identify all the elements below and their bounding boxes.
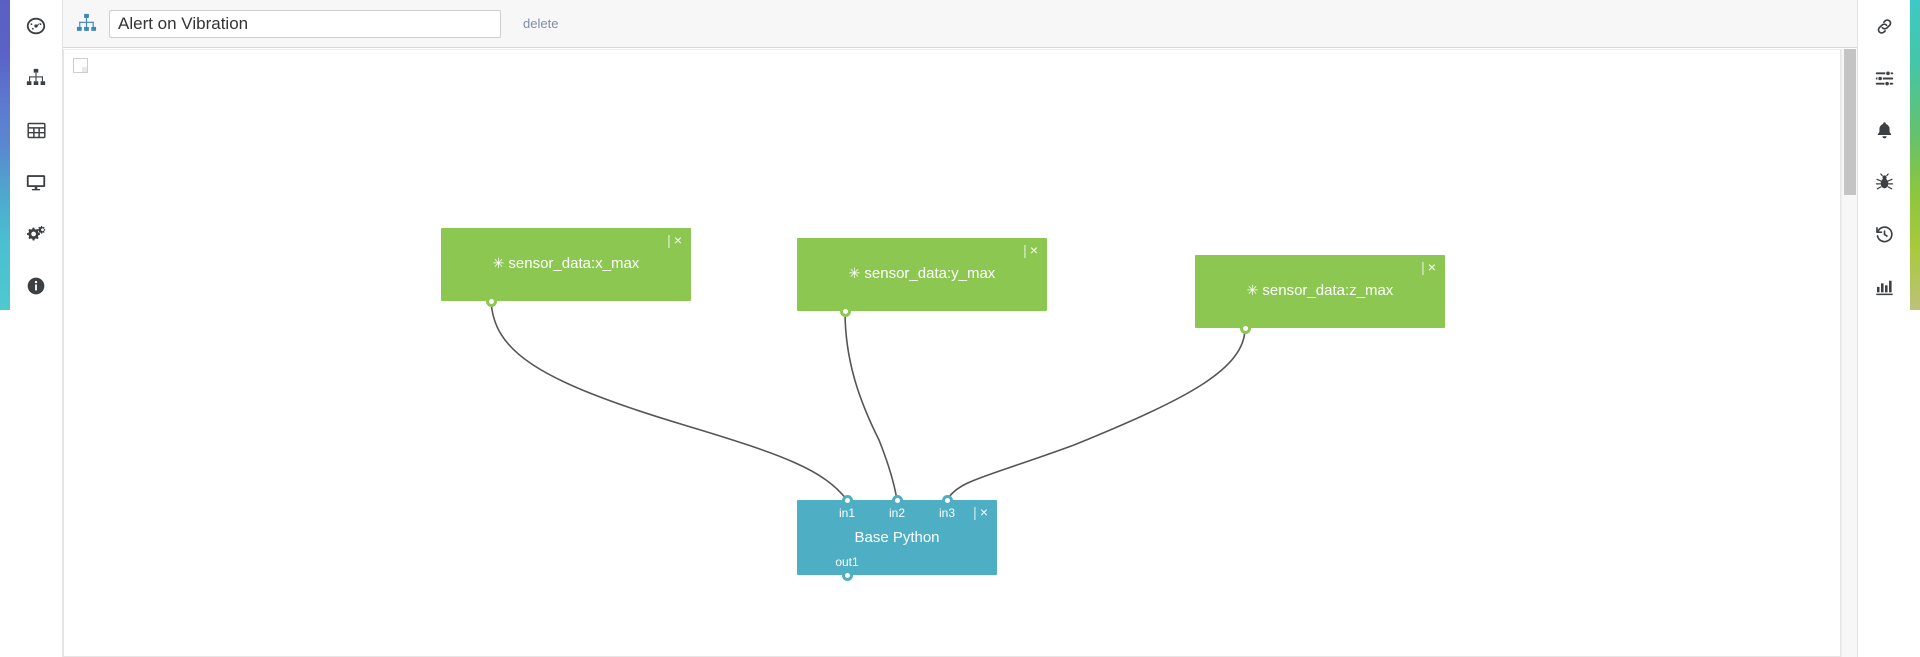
node-title: ✳sensor_data:y_max (797, 265, 1047, 282)
node-x_max[interactable]: |× ✳sensor_data:x_max (441, 228, 691, 307)
canvas-area: |×✳sensor_data:x_max|×✳sensor_data:y_max… (62, 47, 1858, 657)
link-icon (1874, 16, 1895, 37)
bar-chart-icon (1874, 276, 1895, 297)
sidebar-item-info[interactable] (10, 260, 62, 312)
asterisk-icon: ✳ (492, 255, 505, 271)
node-close-icon[interactable]: |× (667, 232, 683, 248)
canvas-select-handle[interactable] (73, 58, 88, 73)
node-close-icon[interactable]: |× (973, 504, 989, 520)
wire-y-max-to-in2[interactable] (844, 310, 898, 501)
flow-header-toolbar: delete (62, 0, 1858, 48)
bell-icon (1874, 120, 1895, 141)
port-out-x-max[interactable] (485, 295, 497, 307)
panel-item-history[interactable] (1858, 208, 1910, 260)
right-sidebar (1857, 0, 1910, 657)
port-out1-label: out1 (835, 555, 859, 569)
monitor-icon (25, 171, 47, 193)
sidebar-item-tables[interactable] (10, 104, 62, 156)
node-title-text: sensor_data:x_max (508, 255, 640, 272)
delete-flow-link[interactable]: delete (523, 16, 559, 31)
flow-name-input[interactable] (109, 9, 501, 38)
node-title-text: sensor_data:z_max (1262, 282, 1394, 299)
port-out1[interactable] (841, 569, 853, 581)
node-title: ✳sensor_data:z_max (1195, 282, 1445, 299)
panel-item-properties[interactable] (1858, 52, 1910, 104)
sliders-icon (1874, 68, 1895, 89)
panel-item-alerts[interactable] (1858, 104, 1910, 156)
port-in3[interactable] (941, 494, 953, 506)
node-y_max[interactable]: |× ✳sensor_data:y_max (797, 238, 1047, 317)
node-title-text: Base Python (854, 529, 940, 546)
panel-item-analytics[interactable] (1858, 260, 1910, 312)
node-close-icon[interactable]: |× (1023, 242, 1039, 258)
history-icon (1874, 224, 1895, 245)
panel-item-connections[interactable] (1858, 0, 1910, 52)
node-title-text: sensor_data:y_max (864, 265, 996, 282)
asterisk-icon: ✳ (1246, 282, 1259, 298)
sidebar-item-flows[interactable] (10, 52, 62, 104)
node-title: ✳sensor_data:x_max (441, 255, 691, 272)
port-in3-label: in3 (938, 506, 955, 520)
table-icon (26, 120, 47, 141)
canvas-vertical-scrollbar[interactable] (1841, 49, 1858, 657)
port-in2[interactable] (891, 494, 903, 506)
port-out-z-max[interactable] (1239, 322, 1251, 334)
node-title: Base Python (797, 529, 997, 546)
gears-icon (25, 223, 47, 245)
port-in1-label: in1 (838, 506, 855, 520)
port-out-y-max[interactable] (839, 305, 851, 317)
panel-item-debug[interactable] (1858, 156, 1910, 208)
node-z_max[interactable]: |× ✳sensor_data:z_max (1195, 255, 1445, 334)
sidebar-item-devices[interactable] (10, 156, 62, 208)
left-sidebar (10, 0, 63, 657)
bug-icon (1874, 172, 1895, 193)
left-accent-gradient (0, 0, 10, 310)
right-accent-gradient (1910, 0, 1920, 310)
info-icon (26, 276, 46, 296)
wire-x-max-to-in1[interactable] (490, 300, 848, 501)
asterisk-icon: ✳ (848, 265, 861, 281)
node-base_python[interactable]: |× Base Python in1 in2 in3 out1 (797, 494, 997, 581)
sidebar-item-dashboard[interactable] (10, 0, 62, 52)
canvas-scrollbar-thumb[interactable] (1844, 49, 1856, 195)
port-in1[interactable] (841, 494, 853, 506)
node-close-icon[interactable]: |× (1421, 259, 1437, 275)
wire-z-max-to-in3[interactable] (946, 327, 1246, 501)
flow-type-sitemap-icon (75, 12, 98, 35)
sitemap-icon (25, 67, 47, 89)
gauge-icon (25, 15, 47, 37)
flow-canvas[interactable]: |×✳sensor_data:x_max|×✳sensor_data:y_max… (63, 49, 1841, 657)
sidebar-item-settings[interactable] (10, 208, 62, 260)
port-in2-label: in2 (888, 506, 905, 520)
